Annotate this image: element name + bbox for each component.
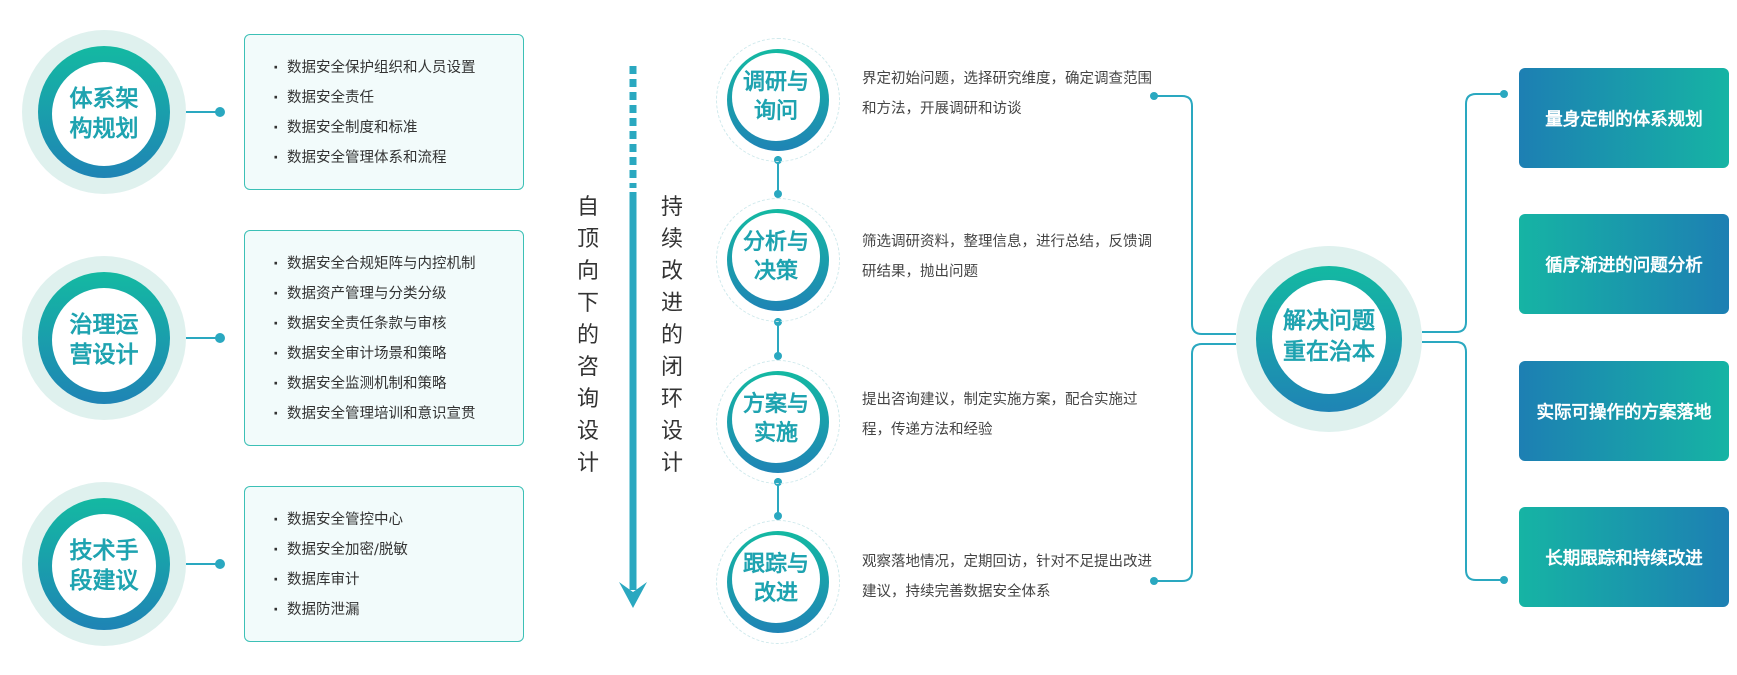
- section-card-governance: 数据安全合规矩阵与内控机制 数据资产管理与分类分级 数据安全责任条款与审核 数据…: [244, 230, 524, 446]
- step-circle-tracking: 跟踪与改进: [716, 520, 840, 644]
- step-description: 观察落地情况，定期回访，针对不足提出改进建议，持续完善数据安全体系: [862, 554, 1152, 600]
- section-circle-architecture: 体系架构规划: [22, 30, 186, 194]
- section-title: 技术手段建议: [69, 538, 139, 594]
- list-item: 数据安全加密/脱敏: [273, 535, 523, 565]
- step-title: 方案与实施: [742, 392, 809, 446]
- list-item: 数据安全管理培训和意识宣贯: [273, 399, 523, 429]
- arrow-head: [619, 582, 647, 608]
- list-item: 数据资产管理与分类分级: [273, 279, 523, 309]
- step-description: 筛选调研资料，整理信息，进行总结，反馈调研结果，抛出问题: [862, 234, 1152, 280]
- step-description: 提出咨询建议，制定实施方案，配合实施过程，传递方法和经验: [862, 392, 1138, 438]
- section-card-architecture: 数据安全保护组织和人员设置 数据安全责任 数据安全制度和标准 数据安全管理体系和…: [244, 34, 524, 190]
- center-title: 解决问题重在治本: [1283, 308, 1375, 365]
- section-connector-dot: [215, 333, 225, 343]
- outcome-box: 量身定制的体系规划: [1519, 68, 1729, 168]
- list-item: 数据库审计: [273, 565, 523, 595]
- section-connector: [186, 111, 220, 113]
- section-title: 治理运营设计: [69, 312, 139, 368]
- outcome-box: 实际可操作的方案落地: [1519, 361, 1729, 461]
- center-circle: 解决问题重在治本: [1236, 246, 1422, 432]
- list-item: 数据安全责任: [273, 83, 523, 113]
- step-title: 分析与决策: [742, 230, 809, 284]
- section-circle-technology: 技术手段建议: [22, 482, 186, 646]
- section-connector: [186, 563, 220, 565]
- list-item: 数据安全保护组织和人员设置: [273, 53, 523, 83]
- step-circle-research: 调研与询问: [716, 38, 840, 162]
- step-title: 跟踪与改进: [742, 552, 809, 606]
- step-title: 调研与询问: [742, 70, 809, 124]
- section-title: 体系架构规划: [69, 86, 139, 142]
- list-item: 数据安全制度和标准: [273, 113, 523, 143]
- section-card-technology: 数据安全管控中心 数据安全加密/脱敏 数据库审计 数据防泄漏: [244, 486, 524, 642]
- list-item: 数据安全管控中心: [273, 505, 523, 535]
- list-item: 数据安全管理体系和流程: [273, 143, 523, 173]
- step-circle-analysis: 分析与决策: [716, 198, 840, 322]
- outcome-box: 长期跟踪和持续改进: [1519, 507, 1729, 607]
- list-item: 数据安全监测机制和策略: [273, 369, 523, 399]
- step-description: 界定初始问题，选择研究维度，确定调查范围和方法，开展调研和访谈: [862, 71, 1152, 117]
- section-connector-dot: [215, 107, 225, 117]
- section-circle-governance: 治理运营设计: [22, 256, 186, 420]
- list-item: 数据防泄漏: [273, 595, 523, 625]
- list-item: 数据安全合规矩阵与内控机制: [273, 249, 523, 279]
- vertical-label-top-down: 自顶向下的咨询设计: [576, 195, 599, 476]
- outcome-box: 循序渐进的问题分析: [1519, 214, 1729, 314]
- section-connector-dot: [215, 559, 225, 569]
- section-connector: [186, 337, 220, 339]
- vertical-label-closed-loop: 持续改进的闭环设计: [660, 195, 683, 476]
- list-item: 数据安全责任条款与审核: [273, 309, 523, 339]
- list-item: 数据安全审计场景和策略: [273, 339, 523, 369]
- step-circle-implementation: 方案与实施: [716, 360, 840, 484]
